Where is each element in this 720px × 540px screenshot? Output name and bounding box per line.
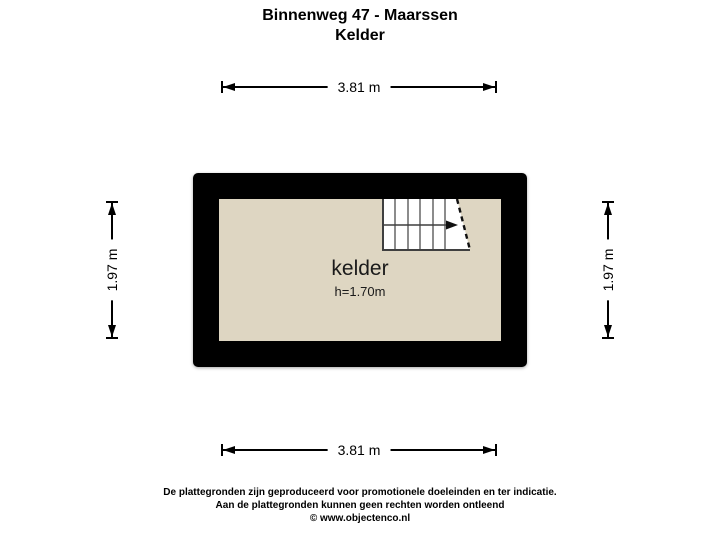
dimension-left-label: 1.97 m: [102, 239, 122, 301]
room-text: kelder h=1.70m: [219, 257, 501, 301]
address-title: Binnenweg 47 - Maarssen: [262, 7, 458, 24]
dimension-bottom-label: 3.81 m: [327, 440, 391, 460]
disclaimer-line-1: De plattegronden zijn geproduceerd voor …: [163, 487, 557, 498]
staircase-icon: [382, 199, 472, 251]
dimension-right: 1.97 m: [597, 200, 619, 340]
dimension-left: 1.97 m: [101, 200, 123, 340]
stair-direction-arrow-icon: [446, 220, 458, 230]
dimension-right-label: 1.97 m: [598, 239, 618, 301]
room-name-label: kelder: [331, 257, 389, 280]
dimension-bottom: 3.81 m: [220, 439, 498, 461]
room-kelder: kelder h=1.70m: [219, 199, 501, 341]
floor-title: Kelder: [335, 27, 385, 44]
copyright-line: © www.objectenco.nl: [309, 513, 411, 524]
disclaimer-footer: De plattegronden zijn geproduceerd voor …: [0, 486, 720, 525]
room-height-label: h=1.70m: [334, 284, 386, 299]
floorplan: kelder h=1.70m: [193, 173, 527, 367]
page-title: Binnenweg 47 - Maarssen Kelder: [0, 6, 720, 46]
disclaimer-line-2: Aan de plattegronden kunnen geen rechten…: [215, 500, 505, 511]
dimension-top-label: 3.81 m: [327, 77, 391, 97]
dimension-top: 3.81 m: [220, 76, 498, 98]
